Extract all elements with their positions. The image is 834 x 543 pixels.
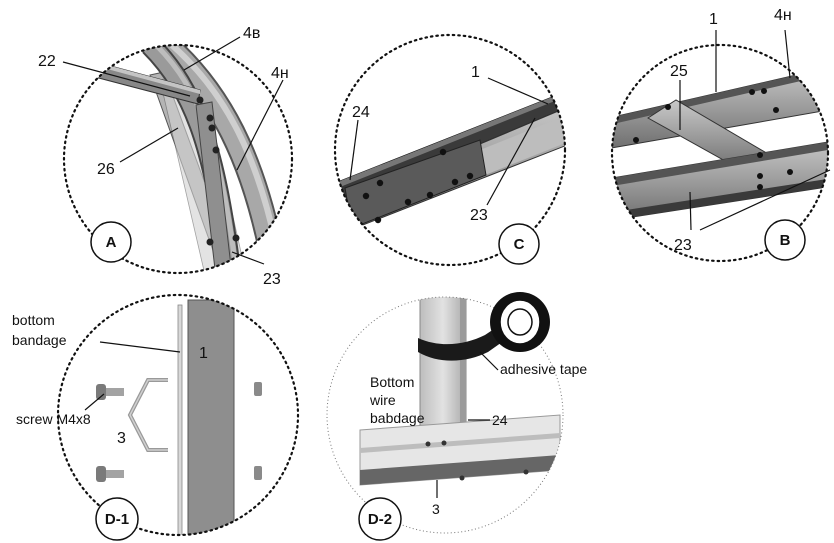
panel-c: 1 24 23 C xyxy=(333,33,567,267)
label-24: 24 xyxy=(492,412,508,428)
label-1: 1 xyxy=(709,11,718,28)
panel-b: 1 4н 25 23 B xyxy=(610,7,831,263)
tape-roll-icon xyxy=(418,292,550,361)
label-24: 24 xyxy=(352,104,370,121)
label-4b: 4в xyxy=(243,25,260,42)
badge-a-text: A xyxy=(106,234,117,251)
label-4h: 4н xyxy=(774,7,792,24)
panel-d2: Bottom wire babdage adhesive tape 24 3 D… xyxy=(326,292,587,541)
label-22: 22 xyxy=(38,53,56,70)
label-1: 1 xyxy=(199,345,208,362)
label-bottom-wire-2: wire xyxy=(369,392,396,408)
screw-icon xyxy=(96,466,124,482)
label-23: 23 xyxy=(263,271,281,288)
badge-c: C xyxy=(498,223,540,265)
label-23: 23 xyxy=(674,237,692,254)
panel-d2-illustration xyxy=(359,297,561,486)
panel-a: 22 4в 4н 26 23 A xyxy=(38,25,294,288)
panel-a-illustration xyxy=(67,45,288,273)
badge-d2: D-2 xyxy=(358,497,402,541)
label-4h: 4н xyxy=(271,65,289,82)
label-bottom-wire-1: Bottom xyxy=(370,374,414,390)
label-3: 3 xyxy=(432,501,440,517)
badge-b-text: B xyxy=(780,232,791,249)
badge-b: B xyxy=(764,219,806,261)
label-3: 3 xyxy=(117,430,126,447)
label-bottom: bottom xyxy=(12,312,55,328)
panel-b-illustration xyxy=(612,64,828,223)
badge-d2-text: D-2 xyxy=(368,511,392,528)
label-bottom-wire-3: babdage xyxy=(370,410,425,426)
panel-c-illustration xyxy=(335,89,565,233)
panel-d1: bottom bandage 1 screw M4x8 3 D-1 xyxy=(12,293,300,541)
label-screw: screw M4x8 xyxy=(16,411,91,427)
badge-d1-text: D-1 xyxy=(105,511,129,528)
badge-d1: D-1 xyxy=(95,497,139,541)
label-bandage: bandage xyxy=(12,332,67,348)
label-1: 1 xyxy=(471,64,480,81)
badge-c-text: C xyxy=(514,236,525,253)
label-adhesive-tape: adhesive tape xyxy=(500,361,587,377)
label-23: 23 xyxy=(470,207,488,224)
badge-a: A xyxy=(90,221,132,263)
panel-d1-illustration xyxy=(96,299,262,535)
label-25: 25 xyxy=(670,63,688,80)
label-26: 26 xyxy=(97,161,115,178)
screw-icon xyxy=(96,384,124,400)
